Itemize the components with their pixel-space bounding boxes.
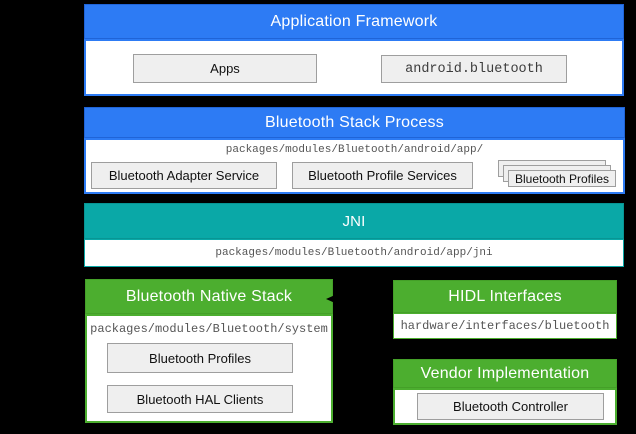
android-bluetooth-box: android.bluetooth [381, 55, 567, 83]
bluetooth-adapter-service-box: Bluetooth Adapter Service [91, 162, 277, 189]
vendor-implementation-header: Vendor Implementation [393, 359, 617, 388]
vendor-implementation-body: Bluetooth Controller [393, 388, 617, 425]
bluetooth-native-stack-body: packages/modules/Bluetooth/system Blueto… [85, 314, 333, 423]
application-framework-header: Application Framework [84, 4, 624, 39]
native-bluetooth-profiles-box: Bluetooth Profiles [107, 343, 293, 373]
application-framework-body: Apps android.bluetooth [84, 39, 624, 96]
stack-process-path: packages/modules/Bluetooth/android/app/ [225, 144, 484, 156]
jni-header: JNI [84, 203, 624, 239]
bluetooth-controller-box: Bluetooth Controller [417, 393, 604, 420]
apps-box: Apps [133, 54, 317, 83]
bluetooth-native-stack-header: Bluetooth Native Stack [85, 279, 333, 314]
hidl-path: hardware/interfaces/bluetooth [400, 319, 610, 333]
hidl-interfaces-body: hardware/interfaces/bluetooth [393, 313, 617, 339]
bluetooth-profile-services-box: Bluetooth Profile Services [292, 162, 473, 189]
bluetooth-profiles-stack: Bluetooth Profiles [498, 160, 618, 190]
native-stack-path: packages/modules/Bluetooth/system [90, 322, 328, 336]
bluetooth-hal-clients-box: Bluetooth HAL Clients [107, 385, 293, 413]
bluetooth-stack-process-header: Bluetooth Stack Process [84, 107, 625, 138]
bluetooth-stack-process-body: packages/modules/Bluetooth/android/app/ … [84, 138, 625, 194]
jni-body: packages/modules/Bluetooth/android/app/j… [84, 239, 624, 267]
jni-path: packages/modules/Bluetooth/android/app/j… [215, 247, 493, 259]
hidl-interfaces-header: HIDL Interfaces [393, 280, 617, 313]
native-stack-hidl-arrow-icon [326, 291, 400, 309]
profiles-stack-card-front: Bluetooth Profiles [508, 170, 616, 187]
